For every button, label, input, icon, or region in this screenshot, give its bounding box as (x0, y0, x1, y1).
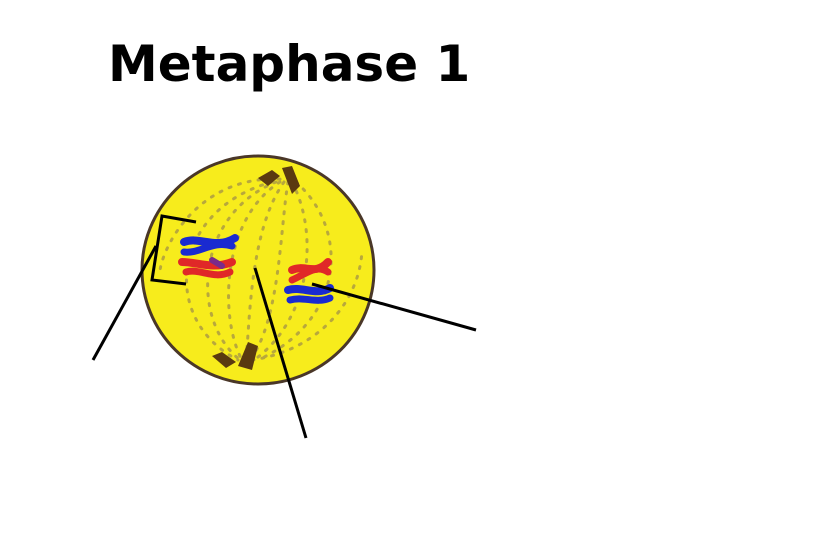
spindle-fiber (248, 180, 290, 362)
centriole-bottom (212, 342, 258, 370)
label-line-center (253, 267, 308, 439)
spindle-fiber (250, 248, 364, 362)
spindle-fiber (244, 180, 286, 362)
pair-bracket (150, 214, 197, 286)
centriole-top (258, 166, 300, 194)
page-title: Metaphase 1 (108, 35, 471, 93)
label-line-left (91, 245, 158, 361)
spindle-fiber (252, 180, 309, 362)
spindle-fiber (206, 180, 278, 362)
homologous-pair (284, 258, 334, 304)
label-line-right (311, 282, 477, 332)
homologous-pair (178, 234, 239, 279)
